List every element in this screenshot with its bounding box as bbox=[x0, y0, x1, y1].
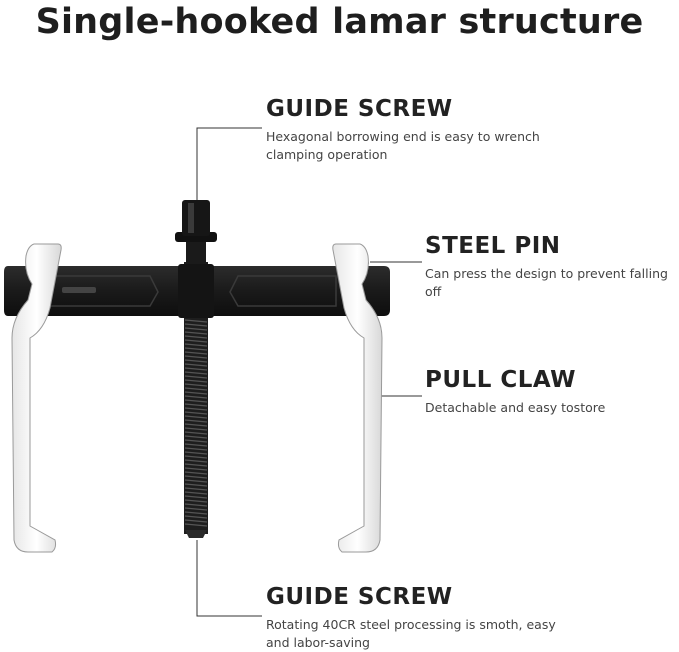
screw-thread bbox=[184, 395, 208, 399]
screw-thread bbox=[184, 383, 208, 387]
hex-head bbox=[182, 200, 210, 236]
screw-thread bbox=[184, 475, 208, 479]
screw-thread bbox=[184, 439, 208, 443]
screw-thread bbox=[184, 499, 208, 503]
screw-thread bbox=[184, 479, 208, 483]
screw-thread bbox=[184, 379, 208, 383]
screw-tip bbox=[185, 530, 207, 538]
screw-thread bbox=[184, 371, 208, 375]
screw-thread bbox=[184, 435, 208, 439]
screw-neck bbox=[186, 242, 206, 266]
screw-thread bbox=[184, 455, 208, 459]
screw-thread bbox=[184, 427, 208, 431]
screw-thread bbox=[184, 375, 208, 379]
screw-thread bbox=[184, 419, 208, 423]
screw-thread bbox=[184, 407, 208, 411]
screw-thread bbox=[184, 363, 208, 367]
screw-thread bbox=[184, 391, 208, 395]
screw-thread bbox=[184, 507, 208, 511]
screw-thread bbox=[184, 343, 208, 347]
screw-thread bbox=[184, 519, 208, 523]
callout-guide-screw-top-desc: Hexagonal borrowing end is easy to wrenc… bbox=[266, 128, 540, 164]
screw-thread bbox=[184, 399, 208, 403]
leader-line-guide-screw-bottom bbox=[196, 540, 262, 617]
screw-thread bbox=[184, 403, 208, 407]
screw-thread bbox=[184, 443, 208, 447]
screw-thread bbox=[184, 327, 208, 331]
crossbar bbox=[4, 264, 390, 318]
screw-thread bbox=[184, 339, 208, 343]
pull-claw-right bbox=[332, 243, 383, 553]
desc-line: Hexagonal borrowing end is easy to wrenc… bbox=[266, 129, 540, 144]
crossbar-center-boss bbox=[178, 264, 214, 318]
desc-line: clamping operation bbox=[266, 147, 388, 162]
screw-threads bbox=[184, 319, 208, 527]
screw-thread bbox=[184, 351, 208, 355]
desc-line: and labor-saving bbox=[266, 635, 370, 650]
screw-thread bbox=[184, 319, 208, 323]
desc-line: Rotating 40CR steel processing is smoth,… bbox=[266, 617, 556, 632]
desc-line: Can press the design to prevent falling … bbox=[425, 266, 668, 299]
screw-thread bbox=[184, 367, 208, 371]
leader-line-guide-screw-top bbox=[196, 127, 262, 202]
desc-line: Detachable and easy tostore bbox=[425, 400, 606, 415]
screw-thread bbox=[184, 431, 208, 435]
screw-thread bbox=[184, 359, 208, 363]
screw-thread bbox=[184, 415, 208, 419]
hex-head-highlight bbox=[188, 203, 194, 233]
screw-thread bbox=[184, 487, 208, 491]
screw-thread bbox=[184, 503, 208, 507]
callout-steel-pin-desc: Can press the design to prevent falling … bbox=[425, 265, 679, 301]
screw-thread bbox=[184, 451, 208, 455]
pull-claw-left bbox=[11, 243, 62, 553]
screw-thread bbox=[184, 495, 208, 499]
page-title: Single-hooked lamar structure bbox=[35, 2, 644, 42]
screw-thread bbox=[184, 411, 208, 415]
screw-thread bbox=[184, 511, 208, 515]
screw-thread bbox=[184, 355, 208, 359]
screw-thread bbox=[184, 331, 208, 335]
callout-guide-screw-top-title: GUIDE SCREW bbox=[266, 96, 453, 122]
leader-lines bbox=[196, 127, 422, 617]
guide-screw bbox=[175, 200, 217, 538]
screw-thread bbox=[184, 347, 208, 351]
screw-thread bbox=[184, 387, 208, 391]
callout-guide-screw-bottom-desc: Rotating 40CR steel processing is smoth,… bbox=[266, 616, 556, 652]
callout-steel-pin-title: STEEL PIN bbox=[425, 233, 561, 259]
screw-thread bbox=[184, 483, 208, 487]
callout-guide-screw-bottom-title: GUIDE SCREW bbox=[266, 584, 453, 610]
screw-thread bbox=[184, 491, 208, 495]
screw-thread bbox=[184, 463, 208, 467]
screw-thread bbox=[184, 523, 208, 527]
screw-thread bbox=[184, 335, 208, 339]
screw-thread bbox=[184, 471, 208, 475]
crossbar-marking bbox=[62, 287, 96, 293]
screw-thread bbox=[184, 467, 208, 471]
crossbar-bevel-right bbox=[229, 275, 337, 307]
screw-thread bbox=[184, 423, 208, 427]
screw-thread bbox=[184, 447, 208, 451]
screw-thread bbox=[184, 515, 208, 519]
screw-thread bbox=[184, 459, 208, 463]
callout-pull-claw-desc: Detachable and easy tostore bbox=[425, 399, 605, 417]
callout-pull-claw-title: PULL CLAW bbox=[425, 367, 577, 393]
screw-thread bbox=[184, 323, 208, 327]
